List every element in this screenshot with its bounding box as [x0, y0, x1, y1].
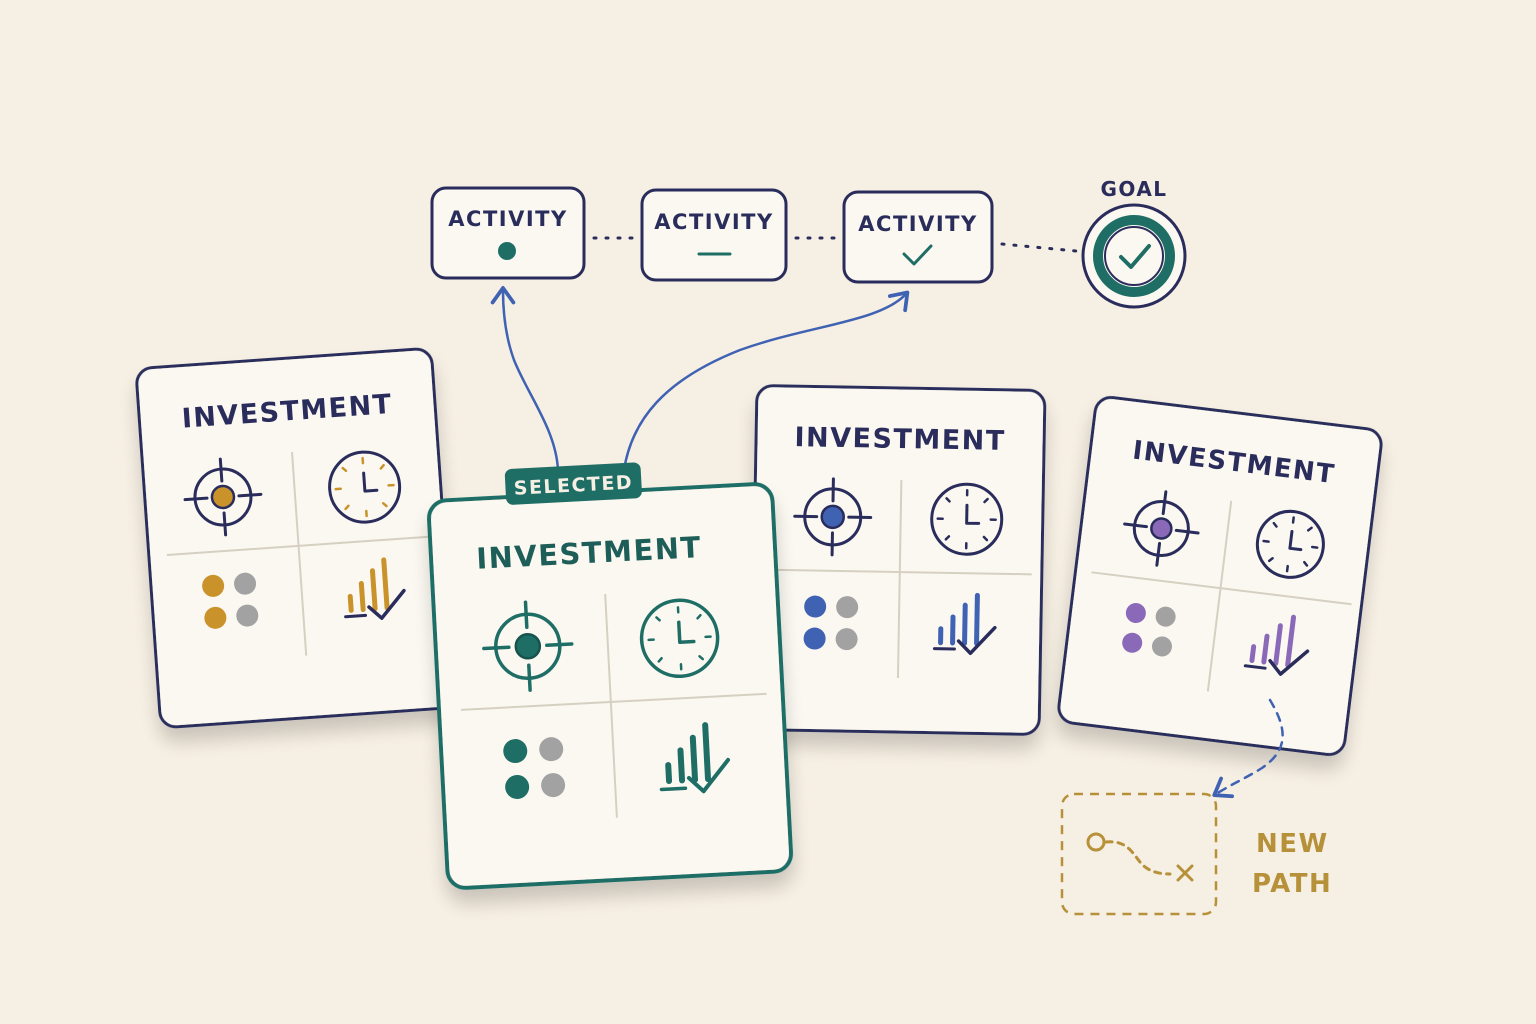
- investment-card-selected[interactable]: SELECTED INVESTMENT: [426, 455, 794, 890]
- investment-card-3[interactable]: INVESTMENT: [749, 384, 1047, 736]
- new-path-label-line1: NEW: [1256, 829, 1329, 859]
- target-icon: [482, 600, 574, 692]
- activity-label-2: ACTIVITY: [654, 210, 773, 234]
- arrow-to-activity-1: [490, 286, 560, 472]
- goal-check-icon: [1081, 203, 1187, 309]
- dots-icon: [503, 737, 566, 799]
- bar-chart-check-icon: [932, 592, 997, 656]
- investment-card-4[interactable]: INVESTMENT: [1057, 396, 1383, 757]
- target-icon: [183, 457, 263, 537]
- goal-node[interactable]: GOAL: [1081, 177, 1187, 309]
- clock-icon: [930, 482, 1004, 556]
- bar-chart-check-icon: [659, 722, 731, 794]
- activity-box-3[interactable]: ACTIVITY: [842, 190, 994, 284]
- activity-label-1: ACTIVITY: [448, 207, 567, 231]
- new-path-label-line2: PATH: [1252, 869, 1332, 899]
- bar-chart-check-icon: [344, 557, 406, 620]
- dashed-arrow-to-new-path: [1212, 698, 1284, 799]
- target-icon: [1123, 490, 1200, 567]
- goal-label: GOAL: [1100, 177, 1167, 201]
- investment-card-1[interactable]: INVESTMENT: [135, 347, 457, 729]
- dot-marker-icon: [498, 242, 516, 260]
- clock-icon: [328, 450, 402, 524]
- dots-icon: [202, 572, 259, 629]
- dotted-connector: [1000, 242, 1078, 253]
- activity-flow: ACTIVITY ACTIVITY ACTIVITY GOAL: [430, 177, 1187, 309]
- new-path-box[interactable]: [1060, 792, 1218, 916]
- route-icon: [1086, 832, 1194, 882]
- target-icon: [793, 477, 873, 557]
- selected-badge: SELECTED: [504, 462, 642, 505]
- activity-box-1[interactable]: ACTIVITY: [430, 186, 586, 280]
- check-marker-icon: [902, 244, 933, 266]
- bar-chart-check-icon: [1243, 614, 1310, 676]
- dots-icon: [803, 595, 859, 651]
- clock-icon: [639, 598, 720, 679]
- activity-box-2[interactable]: ACTIVITY: [640, 188, 788, 282]
- arrow-to-activity-3: [622, 290, 910, 472]
- activity-label-3: ACTIVITY: [858, 212, 977, 236]
- clock-icon: [1255, 509, 1325, 579]
- dots-icon: [1122, 603, 1176, 657]
- card-title: INVESTMENT: [794, 422, 1006, 457]
